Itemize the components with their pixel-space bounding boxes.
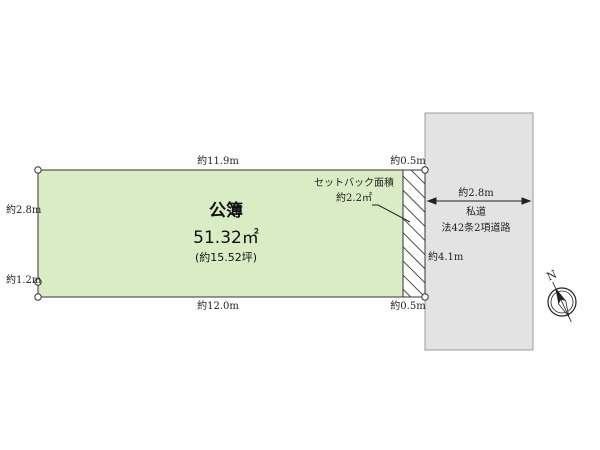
dim-setback-top: 約0.5m	[390, 154, 426, 167]
dim-left-lower: 約1.2m	[6, 273, 42, 286]
corner-marker	[34, 278, 42, 286]
dim-frontage: 約4.1m	[428, 250, 464, 263]
setback-label: セットバック面積	[314, 176, 394, 189]
parcel-title: 公簿	[209, 200, 243, 221]
road-width-arrow	[426, 197, 532, 205]
corner-marker	[421, 166, 429, 174]
road-legal: 法42条2項道路	[441, 221, 510, 234]
compass-north-label: N	[545, 267, 560, 283]
setback-leader-line	[372, 204, 411, 223]
corner-markers	[34, 166, 429, 301]
road-name: 私道	[466, 205, 486, 218]
road-width: 約2.8m	[458, 186, 494, 199]
dim-left-upper: 約2.8m	[6, 203, 42, 216]
corner-marker	[421, 293, 429, 301]
dim-setback-bottom: 約0.5m	[390, 299, 426, 312]
setback-area	[402, 169, 426, 298]
parcel-area: 51.32㎡	[193, 228, 259, 248]
private-road	[424, 112, 534, 351]
setback-area-value: 約2.2㎡	[336, 191, 372, 204]
dim-top: 約11.9m	[197, 154, 239, 167]
north-compass-icon	[547, 281, 577, 323]
corner-marker	[34, 293, 42, 301]
corner-marker	[34, 166, 42, 174]
parcel-area-tsubo: (約15.52坪)	[195, 250, 257, 264]
dim-bottom: 約12.0m	[197, 299, 239, 312]
